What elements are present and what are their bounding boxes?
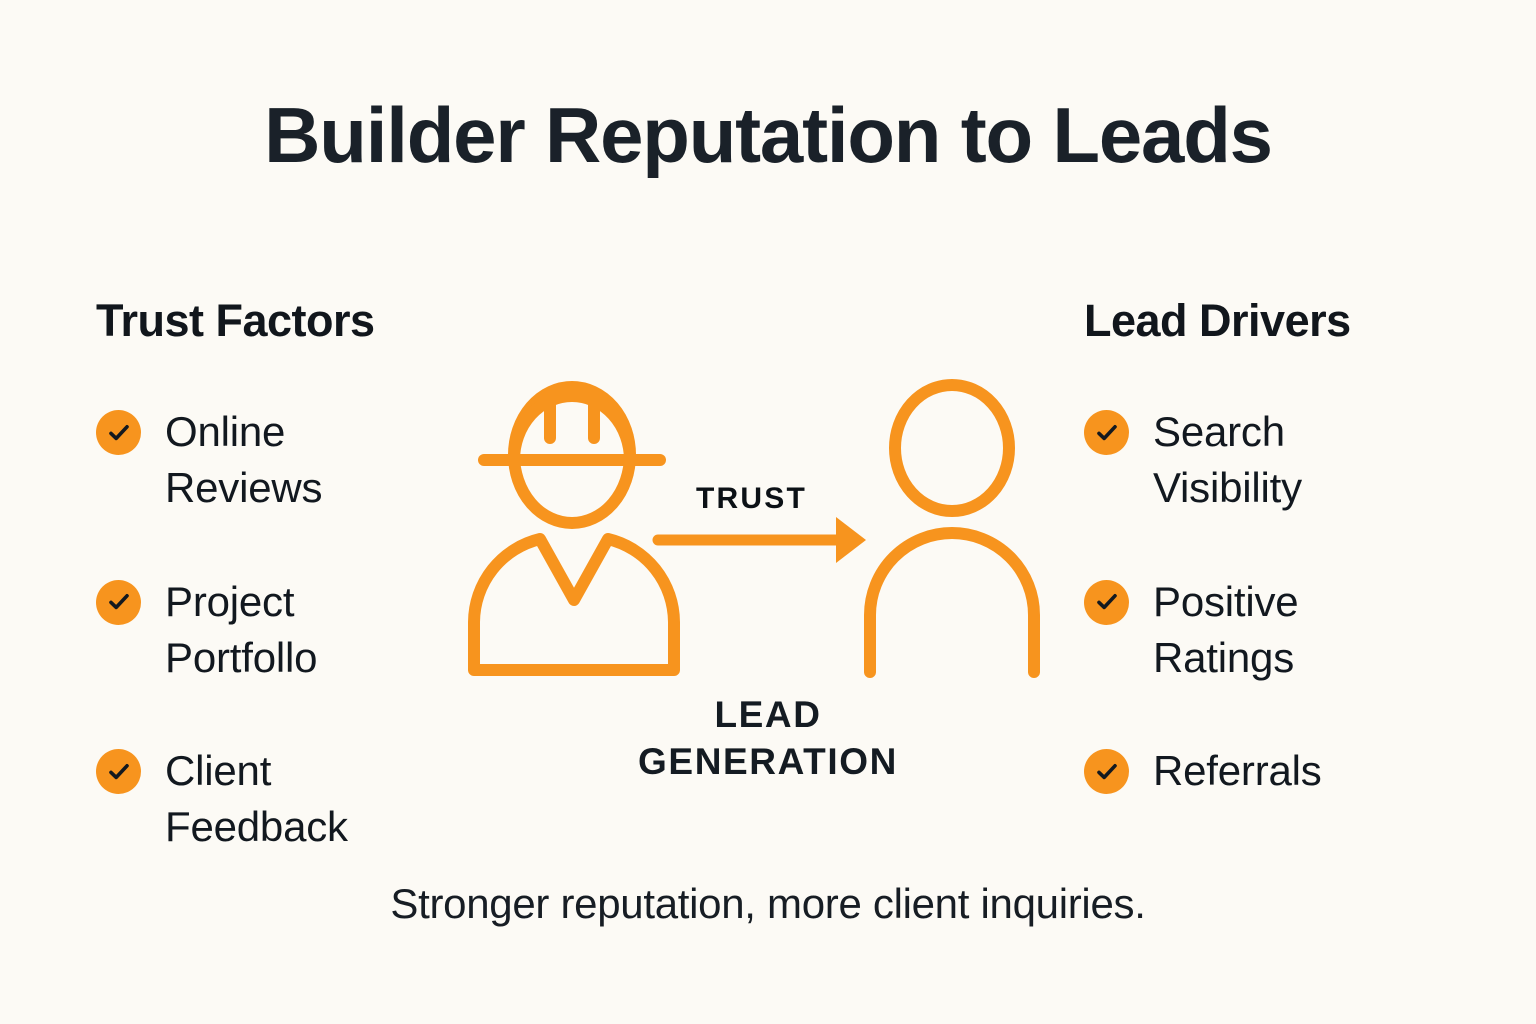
lead-generation-line-1: LEAD [714, 694, 822, 735]
lead-generation-line-2: GENERATION [638, 740, 898, 782]
person-icon [864, 379, 1040, 678]
list-item: Online Reviews [96, 404, 496, 516]
trust-arrow-label: TRUST [696, 482, 807, 515]
arrow-right-icon [652, 517, 866, 563]
list-item: Positive Ratings [1084, 574, 1484, 686]
check-icon [1084, 749, 1129, 795]
list-item-label: Project Portfollo [165, 577, 318, 681]
page-title: Builder Reputation to Leads [264, 91, 1273, 179]
list-item-label: Referrals [1153, 747, 1322, 795]
check-icon [96, 410, 141, 455]
list-item: Search Visibility [1084, 404, 1484, 516]
lead-drivers-list: Search Visibility Positive Ratings Refer… [1084, 404, 1484, 799]
lead-drivers-heading: Lead Drivers [1084, 295, 1351, 346]
list-item: Project Portfollo [96, 574, 496, 686]
check-icon [96, 579, 141, 625]
check-icon [1084, 579, 1129, 625]
illustration-group [462, 372, 1062, 692]
list-item-label: Online Reviews [165, 408, 323, 511]
list-item-label: Client Feedback [165, 747, 348, 851]
lead-generation-label: LEAD GENERATION [0, 692, 1536, 786]
list-item: Referrals [1084, 743, 1484, 799]
list-item-label: Search Visibility [1153, 408, 1302, 511]
check-icon [1084, 410, 1129, 455]
builder-with-hardhat-icon [468, 381, 680, 676]
trust-factors-list: Online Reviews Project Portfollo Client … [96, 404, 496, 855]
trust-factors-heading: Trust Factors [96, 295, 375, 346]
list-item-label: Positive Ratings [1153, 577, 1299, 681]
footer-caption: Stronger reputation, more client inquiri… [390, 880, 1146, 927]
list-item: Client Feedback [96, 743, 496, 855]
check-icon [96, 749, 141, 795]
